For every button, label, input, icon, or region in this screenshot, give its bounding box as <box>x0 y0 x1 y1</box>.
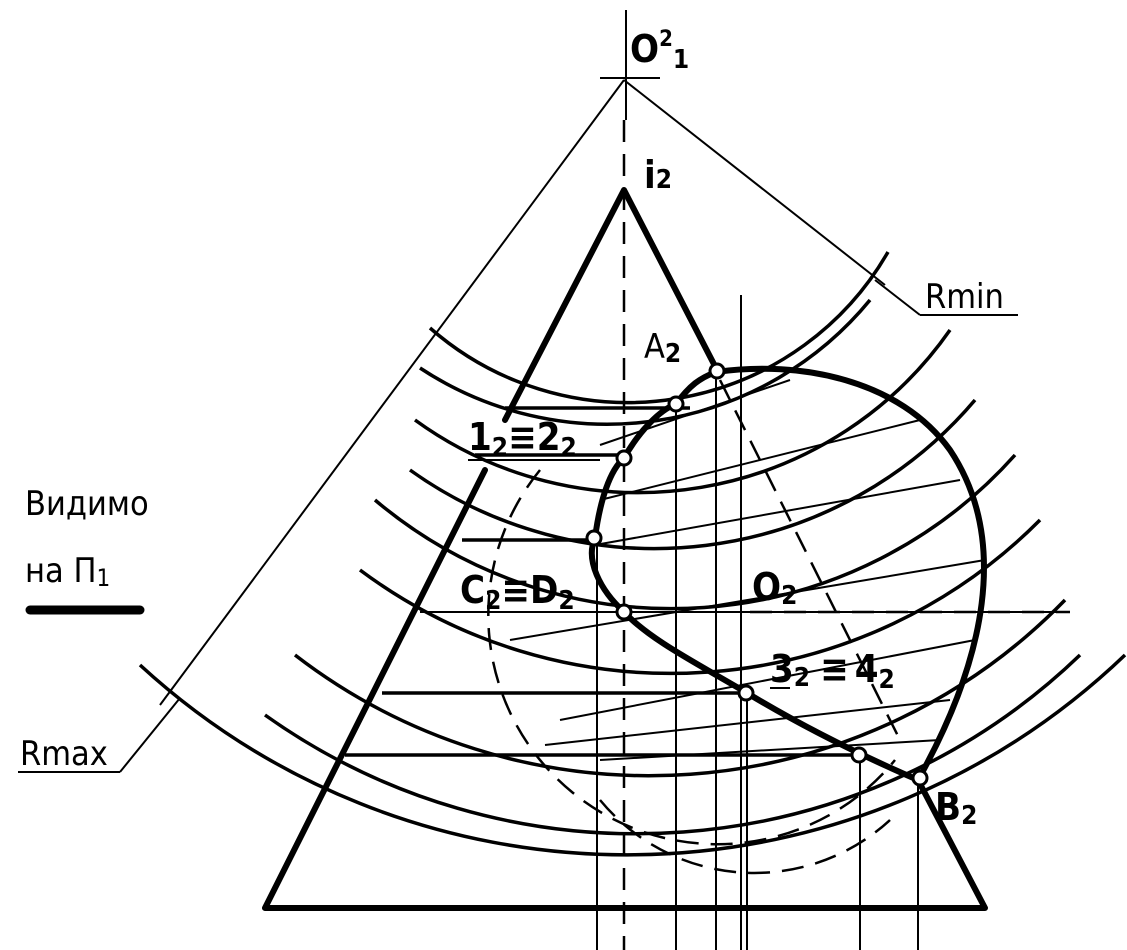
cone-outline <box>262 187 988 911</box>
point-b2 <box>911 769 929 787</box>
sphere-arcs <box>138 251 1127 857</box>
point-1-2 <box>615 449 633 467</box>
point-c-d <box>615 603 633 621</box>
label-rmin: Rmin <box>925 277 1004 317</box>
intersection-curve <box>588 365 987 783</box>
label-1-equiv-2: 12≡22 <box>468 415 577 463</box>
rmax-leader <box>18 697 181 773</box>
point-3-4 <box>737 684 755 702</box>
label-a2: A2 <box>644 327 681 369</box>
label-rmax: Rmax <box>20 734 108 774</box>
dashed-lower-arc <box>599 799 891 875</box>
point-lower-right <box>850 746 868 764</box>
point-top-inner <box>667 395 685 413</box>
legend-line1: Видимо <box>25 484 149 524</box>
rmin-leader <box>874 279 1018 316</box>
legend-line2: на П1 <box>25 551 110 592</box>
apex-center-mark <box>600 10 660 120</box>
label-axis-i2: i2 <box>644 153 672 197</box>
label-o2: O2 <box>752 565 797 611</box>
label-apex-center: O21 <box>630 27 689 75</box>
label-b2: B2 <box>935 785 977 831</box>
outer-cone-generators <box>159 79 886 706</box>
point-leftmost <box>585 529 603 547</box>
horizontal-construction-lines <box>345 406 1070 757</box>
point-a2 <box>708 362 726 380</box>
curve-points <box>585 362 929 787</box>
dashed-circle-arc <box>487 469 896 846</box>
vertical-projection-lines <box>596 295 919 950</box>
label-c-equiv-d: C2≡D2 <box>460 568 575 616</box>
label-3-equiv-4: 32≡42 <box>770 647 895 695</box>
